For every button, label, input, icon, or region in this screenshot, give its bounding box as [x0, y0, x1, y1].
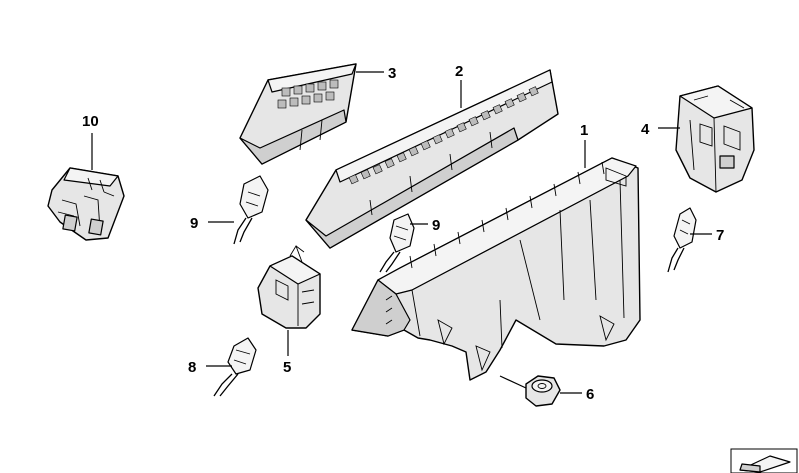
part-6-nut	[525, 375, 561, 407]
part-4-clip-connector	[675, 85, 755, 193]
callout-4: 4	[641, 121, 650, 138]
callout-2: 2	[455, 63, 463, 80]
catalog-symbol	[730, 448, 798, 473]
part-9-terminal-wire-center	[379, 213, 415, 273]
callout-3: 3	[388, 65, 396, 82]
part-5-connector-housing	[257, 244, 321, 329]
part-1-carrier-housing	[351, 157, 641, 381]
callout-1: 1	[580, 122, 588, 139]
callout-7: 7	[716, 227, 724, 244]
part-8-terminal-wire	[213, 337, 257, 397]
callout-8: 8	[188, 359, 196, 376]
callout-5: 5	[283, 359, 291, 376]
part-1-clips	[409, 161, 615, 372]
part-10-connector	[47, 167, 125, 241]
callout-10: 10	[82, 113, 99, 130]
callout-9b: 9	[432, 217, 440, 234]
part-7-terminal-wire	[667, 207, 697, 273]
part-3-connector-block	[239, 63, 357, 165]
part-9-terminal-wire-upper	[233, 175, 269, 245]
callout-6: 6	[586, 386, 594, 403]
part-3-pin-slots	[277, 79, 339, 109]
leader-6-tail	[499, 375, 527, 389]
part-2-pin-slots	[348, 86, 539, 185]
callout-9a: 9	[190, 215, 198, 232]
part-2-connector-strip	[305, 69, 559, 249]
